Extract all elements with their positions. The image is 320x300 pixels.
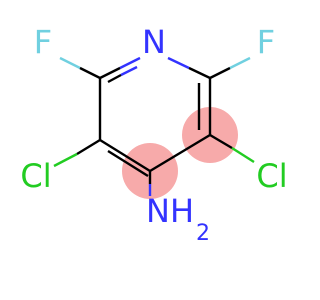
bond-c2-f-carbon-half [79,66,101,80]
bond-c3-cl-carbon-half [76,138,101,156]
bond-n1-c2-inner-nitrogen-half [120,65,138,77]
bond-c6-f-fluorine-half [229,56,251,70]
atom-label-fluorine-left: F [34,23,52,61]
bond-c5-cl-chlorine-half [231,146,255,164]
bond-n1-c6-nitrogen-half [167,56,190,70]
atom-label-fluorine-right: F [257,23,275,61]
bond-c3-cl-chlorine-half [53,152,78,168]
bond-c4-c5 [149,133,211,173]
molecule-diagram: N F F Cl Cl NH 2 [20,23,287,246]
bond-n1-c2-nitrogen-half [119,56,141,70]
bond-c2-f-fluorine-half [59,56,81,70]
bond-c3-c4 [99,138,151,173]
atom-label-amino-subscript: 2 [196,221,210,246]
atom-label-ring-nitrogen: N [142,23,166,61]
bond-n1-c2-carbon-half [99,66,121,80]
bond-n1-c6-carbon-half [188,66,211,80]
bond-c6-f-carbon-half [209,66,231,80]
atom-label-amino: NH [146,192,194,230]
atom-label-chlorine-left: Cl [20,157,51,195]
atom-label-chlorine-right: Cl [256,157,287,195]
bond-c5-cl-carbon-half [209,133,233,150]
bond-n1-c2-inner-carbon-half [107,73,122,84]
bond-c3-c4-inner [107,149,149,178]
